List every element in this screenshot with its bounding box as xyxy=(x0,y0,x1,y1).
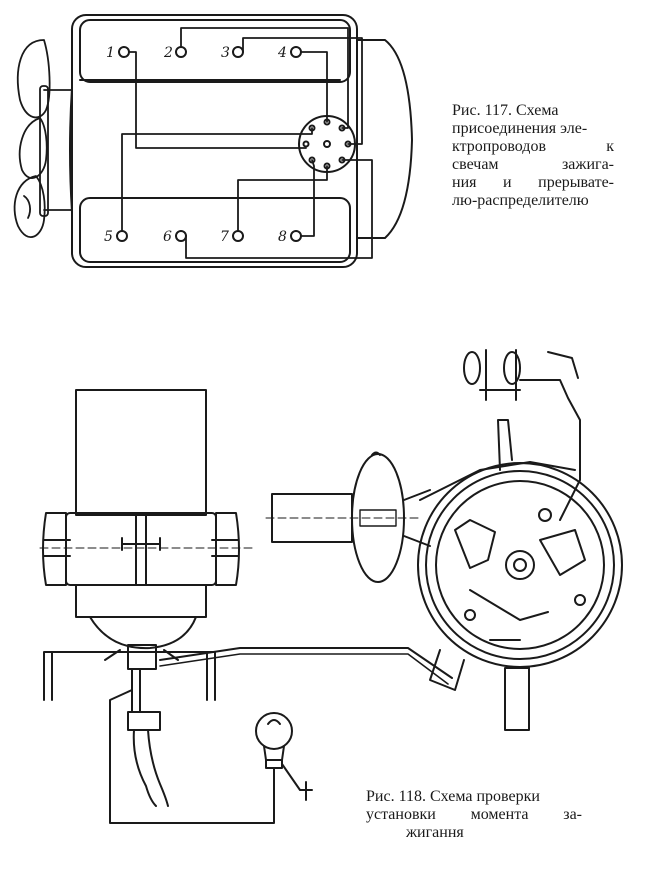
caption-118-line-3: жигання xyxy=(406,824,464,841)
caption-117-line-3: ктропроводов к xyxy=(452,138,614,155)
wire-plug-4 xyxy=(300,51,328,123)
spark-plug-3 xyxy=(232,46,244,58)
spark-plug-6 xyxy=(175,230,187,242)
vacuum-advance-unit xyxy=(265,451,431,583)
caption-117-line-5: ния и прерывате- xyxy=(452,174,614,191)
fan-icon xyxy=(13,39,73,238)
wire-plug-5 xyxy=(121,127,313,232)
wire-plug-1 xyxy=(128,51,307,149)
plug-label-8: 8 xyxy=(278,229,287,245)
engine-block xyxy=(69,14,413,268)
wire-plug-6 xyxy=(185,159,373,259)
wire-plug-2 xyxy=(180,27,349,129)
ignition-wires xyxy=(121,27,373,259)
caption-118-line-1: Рис. 118. Схема проверки xyxy=(366,788,540,805)
figure-117-caption: Рис. 117. Схема присоединения эле- ктроп… xyxy=(452,102,614,210)
high-tension-lead xyxy=(127,668,169,807)
caption-118-line-2: установки момента за- xyxy=(366,806,582,823)
figure-117-wiring-diagram: 1 2 3 4 5 6 7 8 xyxy=(13,14,413,268)
wire-plug-3 xyxy=(242,37,363,145)
figure-118-caption: Рис. 118. Схема проверки установки момен… xyxy=(366,788,582,842)
wire-plug-7 xyxy=(237,165,328,232)
spark-plug-markers xyxy=(116,46,302,242)
ignition-coil xyxy=(39,389,253,670)
lamp-to-distributor-wire xyxy=(159,647,453,679)
spark-plug-8 xyxy=(290,230,302,242)
caption-117-line-1: Рис. 117. Схема xyxy=(452,102,559,119)
figure-118-timing-diagram xyxy=(39,349,623,824)
mounting-bracket xyxy=(43,651,216,701)
spark-plug-4 xyxy=(290,46,302,58)
spark-plug-7 xyxy=(232,230,244,242)
caption-117-line-2: присоединения эле- xyxy=(452,120,588,137)
plug-label-1: 1 xyxy=(106,45,115,61)
plug-number-labels: 1 2 3 4 5 6 7 8 xyxy=(104,45,287,245)
caption-117-line-6: лю-распределителю xyxy=(452,192,589,209)
plug-label-7: 7 xyxy=(220,229,229,245)
plug-label-4: 4 xyxy=(277,45,287,61)
plug-label-2: 2 xyxy=(163,45,173,61)
plug-label-5: 5 xyxy=(104,229,113,245)
distributor xyxy=(417,349,623,731)
spark-plug-5 xyxy=(116,230,128,242)
distributor-cap xyxy=(298,115,356,173)
test-lamp-icon xyxy=(109,689,313,824)
spark-plug-2 xyxy=(175,46,187,58)
caption-117-line-4: свечам зажига- xyxy=(452,156,614,173)
plug-label-6: 6 xyxy=(163,229,172,245)
plug-label-3: 3 xyxy=(221,45,230,61)
spark-plug-1 xyxy=(118,46,130,58)
wire-plug-8 xyxy=(300,159,315,237)
